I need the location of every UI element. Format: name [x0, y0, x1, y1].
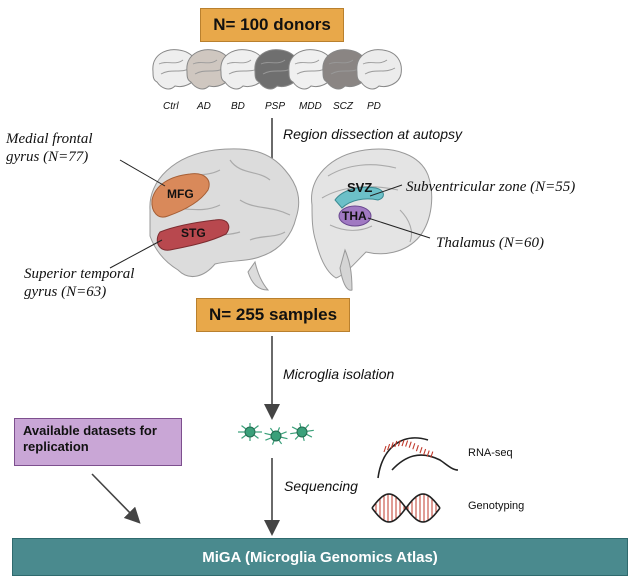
group-label-mdd: MDD [299, 101, 322, 112]
callout-svz [369, 184, 403, 197]
group-label-scz: SCZ [333, 101, 353, 112]
medial-brain-icon [311, 148, 433, 291]
donor-brains-row [152, 49, 402, 90]
callout-mfg [119, 159, 166, 187]
mfg-label-line2: gyrus (N=77) [6, 149, 89, 165]
callout-tha [367, 217, 431, 239]
microglia-cell [290, 423, 314, 441]
donor-brain-scz [322, 49, 368, 90]
microglia-cell [264, 427, 288, 445]
atlas-banner: MiGA (Microglia Genomics Atlas) [12, 538, 628, 576]
microglia-cells-icon [238, 423, 314, 445]
group-label-pd: PD [367, 101, 381, 112]
genotyping-label: Genotyping [468, 500, 525, 512]
donor-brain-ad [186, 49, 232, 90]
lateral-brain-icon [149, 148, 300, 291]
stg-label: Superior temporal gyrus (N=63) [24, 265, 164, 301]
mfg-label-line1: Medial frontal [6, 131, 93, 147]
replication-box: Available datasets for replication [14, 418, 182, 466]
mfg-abbrev: MFG [167, 187, 194, 201]
rnaseq-label: RNA-seq [468, 447, 513, 459]
genotyping-icon [371, 493, 441, 523]
donors-box: N= 100 donors [200, 8, 344, 42]
group-label-ad: AD [197, 101, 211, 112]
svz-abbrev: SVZ [347, 180, 373, 195]
step-sequencing: Sequencing [284, 478, 358, 494]
mfg-label: Medial frontal gyrus (N=77) [6, 130, 126, 166]
tha-abbrev: THA [342, 209, 367, 223]
svz-label: Subventricular zone (N=55) [406, 179, 576, 195]
stg-label-line1: Superior temporal [24, 266, 135, 282]
callout-stg [109, 239, 163, 269]
donor-brain-psp [254, 49, 300, 90]
donor-brain-pd [356, 49, 402, 90]
tha-region [338, 205, 372, 227]
rnaseq-icon [377, 437, 459, 479]
stg-label-line2: gyrus (N=63) [24, 284, 107, 300]
stg-region [156, 219, 230, 251]
group-label-psp: PSP [265, 101, 286, 112]
group-label-bd: BD [231, 101, 245, 112]
samples-box: N= 255 samples [196, 298, 350, 332]
step-microglia-isolation: Microglia isolation [283, 366, 395, 382]
arrow-replication-to-atlas [91, 473, 141, 524]
stg-abbrev: STG [181, 226, 206, 240]
step-region-dissection: Region dissection at autopsy [283, 126, 462, 142]
microglia-cell [238, 423, 262, 441]
tha-label: Thalamus (N=60) [436, 235, 545, 251]
mfg-region [151, 173, 210, 218]
svz-region [334, 186, 384, 209]
group-label-ctrl: Ctrl [163, 101, 179, 112]
